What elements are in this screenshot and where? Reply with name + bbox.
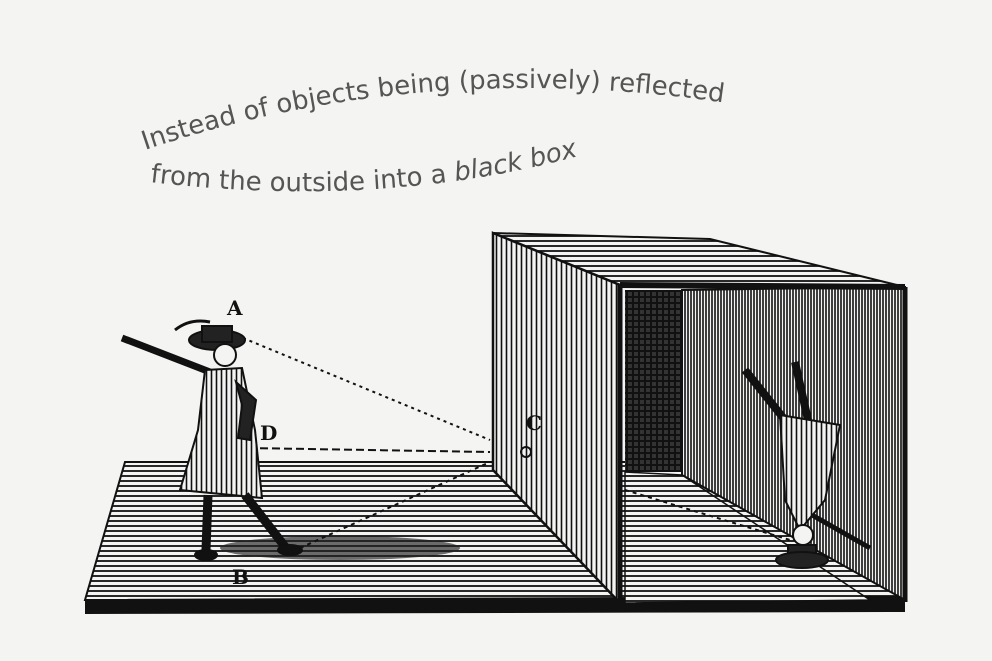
standing-figure xyxy=(120,319,303,561)
label-b: B xyxy=(232,565,249,589)
caption-line-2: from the outside into a black box xyxy=(149,134,580,199)
light-rays xyxy=(242,337,791,549)
inverted-figure xyxy=(741,361,872,569)
caption-line-1: Instead of objects being (passively) ref… xyxy=(138,65,727,157)
label-c: C xyxy=(526,411,542,435)
box-interior-back xyxy=(625,290,682,472)
label-d: D xyxy=(260,421,277,445)
figure-shadow xyxy=(220,536,460,560)
pinhole xyxy=(520,446,532,458)
label-a: A xyxy=(226,296,243,320)
